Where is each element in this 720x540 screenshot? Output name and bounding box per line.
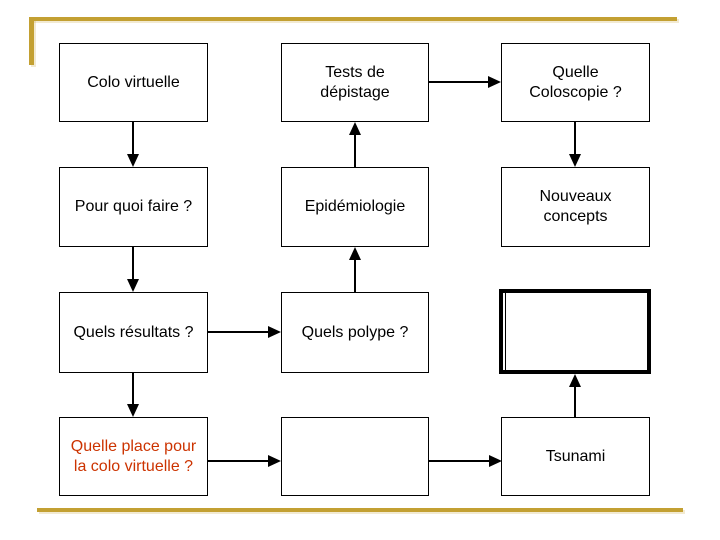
arrow-line-tests-to-coloscopie bbox=[428, 81, 488, 83]
flow-box-tsunami: Tsunami bbox=[501, 417, 650, 496]
arrowhead-tsunami-to-masked bbox=[569, 374, 581, 387]
flow-box-nouveaux-concepts: Nouveaux concepts bbox=[501, 167, 650, 247]
arrowhead-tests-to-coloscopie bbox=[488, 76, 501, 88]
arrowhead-pourquoi-to-resultats bbox=[127, 279, 139, 292]
arrow-line-coloscopie-to-concepts bbox=[574, 122, 576, 155]
arrow-line-resultats-to-polype bbox=[208, 331, 268, 333]
arrow-line-polype-to-epidemiologie bbox=[354, 260, 356, 293]
flow-box-quels-polype: Quels polype ? bbox=[281, 292, 429, 373]
inner-border-line bbox=[505, 293, 506, 370]
arrow-line-epidemiologie-to-tests bbox=[354, 135, 356, 167]
arrow-line-tsunami-to-masked bbox=[574, 387, 576, 418]
flow-box-colo-virtuelle: Colo virtuelle bbox=[59, 43, 208, 122]
flow-box-quelle-place-colo-virtuelle: Quelle place pour la colo virtuelle ? bbox=[59, 417, 208, 496]
arrowhead-place-to-empty bbox=[268, 455, 281, 467]
arrowhead-coloscopie-to-concepts bbox=[569, 154, 581, 167]
arrowhead-epidemiologie-to-tests bbox=[349, 122, 361, 135]
arrowhead-resultats-to-polype bbox=[268, 326, 281, 338]
flow-box-epidemiologie: Epidémiologie bbox=[281, 167, 429, 247]
arrow-line-colo-to-pourquoi bbox=[132, 122, 134, 155]
flow-box-pour-quoi-faire: Pour quoi faire ? bbox=[59, 167, 208, 247]
arrowhead-polype-to-epidemiologie bbox=[349, 247, 361, 260]
flow-box-empty bbox=[281, 417, 429, 496]
gold-corner-rule bbox=[29, 17, 34, 65]
arrowhead-colo-to-pourquoi bbox=[127, 154, 139, 167]
gold-top-rule bbox=[30, 17, 677, 21]
arrowhead-resultats-to-place bbox=[127, 404, 139, 417]
arrow-line-empty-to-tsunami bbox=[429, 460, 489, 462]
flow-box-tests-de-depistage: Tests de dépistage bbox=[281, 43, 429, 122]
flow-box-quels-resultats: Quels résultats ? bbox=[59, 292, 208, 373]
arrow-line-resultats-to-place bbox=[132, 373, 134, 405]
gold-bottom-rule bbox=[37, 508, 683, 512]
arrow-line-place-to-empty bbox=[207, 460, 268, 462]
arrowhead-empty-to-tsunami bbox=[489, 455, 502, 467]
flow-box-quelle-coloscopie: Quelle Coloscopie ? bbox=[501, 43, 650, 122]
arrow-line-pourquoi-to-resultats bbox=[132, 247, 134, 280]
flow-box-masked-topic bbox=[499, 289, 651, 374]
